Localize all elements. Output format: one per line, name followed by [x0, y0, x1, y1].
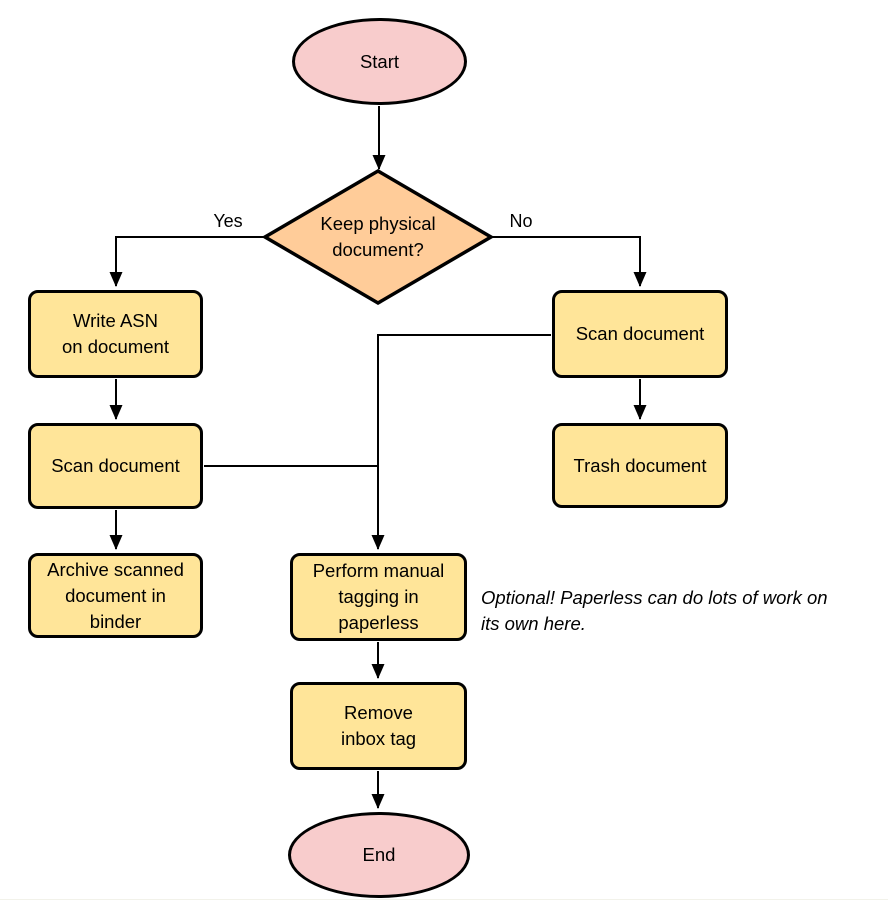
decision-diamond-shape [261, 168, 495, 306]
edge-scan-right-tagging [371, 334, 551, 550]
edge-label-yes: Yes [213, 211, 243, 231]
process-manual-tagging: Perform manual tagging in paperless [290, 553, 467, 641]
node-label: Start [359, 50, 400, 72]
process-archive-scanned-document: Archive scanned document in binder [28, 553, 203, 638]
process-write-asn-on-document: Write ASN on document [28, 290, 203, 378]
process-scan-document-right: Scan document [552, 290, 728, 378]
node-label-line: paperless [338, 612, 419, 633]
edge-decision-scan-right [490, 236, 647, 287]
process-remove-inbox-tag: Remove inbox tag [290, 682, 467, 770]
node-label-line: Keep physical [320, 213, 436, 234]
node-label-line: binder [89, 610, 142, 632]
terminal-start: Start [292, 18, 467, 105]
terminal-end: End [288, 812, 470, 898]
node-label: End [362, 844, 396, 865]
annotation-optional-note: Optional! Paperless can do lots of work … [481, 585, 885, 637]
decision-keep-physical-document: Keep physical document? [270, 209, 486, 265]
node-label-line: document? [332, 239, 424, 260]
node-label-line: document in [65, 584, 166, 606]
node-label: Scan document [575, 323, 705, 344]
annotation-line: Optional! Paperless can do lots of work … [481, 587, 828, 608]
edge-decision-write-asn [109, 236, 266, 287]
process-trash-document: Trash document [552, 423, 728, 508]
node-label: Trash document [573, 454, 707, 476]
node-label-line: Remove [344, 702, 413, 723]
node-label-line: Archive scanned [47, 558, 184, 580]
node-label-line: tagging in [338, 586, 419, 607]
node-label-line: Write ASN [73, 310, 158, 331]
edge-label-no: No [509, 211, 533, 231]
node-label-line: on document [62, 336, 169, 357]
annotation-line: its own here. [481, 613, 586, 634]
node-label-line: Perform manual [312, 560, 445, 581]
process-scan-document-left: Scan document [28, 423, 203, 509]
bottom-divider [0, 899, 888, 900]
node-label-line: inbox tag [340, 728, 417, 749]
node-label: Scan document [51, 455, 180, 476]
